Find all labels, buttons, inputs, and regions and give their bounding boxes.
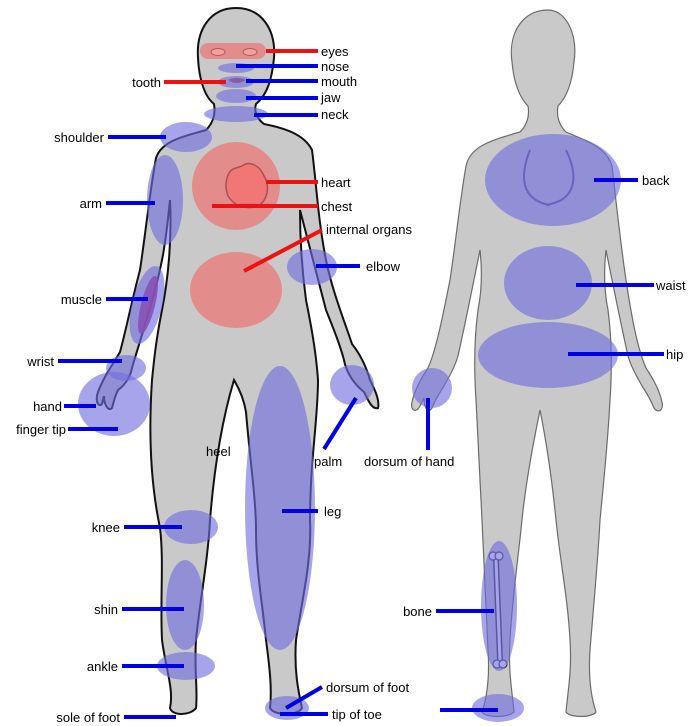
leg-highlight (245, 366, 315, 650)
label-tooth: tooth (132, 75, 161, 90)
label-arm: arm (80, 196, 102, 211)
label-waist: waist (655, 278, 686, 293)
label-back: back (642, 173, 670, 188)
label-shoulder: shoulder (54, 130, 105, 145)
chest-highlight (192, 142, 280, 230)
label-finger-tip: finger tip (16, 422, 66, 437)
arm-highlight (147, 155, 183, 245)
label-knee: knee (92, 520, 120, 535)
label-leg: leg (324, 504, 341, 519)
label-heel: heel (206, 444, 231, 459)
label-palm: palm (314, 454, 342, 469)
eyes-highlight (200, 43, 266, 59)
label-elbow: elbow (366, 259, 401, 274)
label-eyes: eyes (321, 44, 349, 59)
label-tip-of-toe: tip of toe (332, 707, 382, 722)
palm-highlight (330, 365, 374, 405)
label-chest: chest (321, 199, 352, 214)
label-bone: bone (403, 604, 432, 619)
label-nose: nose (321, 59, 349, 74)
label-sole-of-foot: sole of foot (56, 710, 120, 725)
label-wrist: wrist (26, 354, 54, 369)
shoulder-highlight (160, 122, 212, 152)
label-mouth: mouth (321, 74, 357, 89)
dorsum-of-hand-highlight (412, 368, 452, 408)
label-neck: neck (321, 107, 349, 122)
label-muscle: muscle (61, 292, 102, 307)
internal-organs-highlight (190, 252, 282, 328)
label-jaw: jaw (320, 90, 341, 105)
label-dorsum-of-foot: dorsum of foot (326, 680, 409, 695)
label-hip: hip (666, 347, 683, 362)
label-ankle: ankle (87, 659, 118, 674)
label-heart: heart (321, 175, 351, 190)
bone-highlight (481, 541, 517, 671)
label-shin: shin (94, 602, 118, 617)
label-dorsum-of-hand: dorsum of hand (364, 454, 454, 469)
label-internal-organs: internal organs (326, 222, 412, 237)
palm-leader (324, 398, 356, 449)
label-hand: hand (33, 399, 62, 414)
shin-highlight (166, 560, 204, 650)
